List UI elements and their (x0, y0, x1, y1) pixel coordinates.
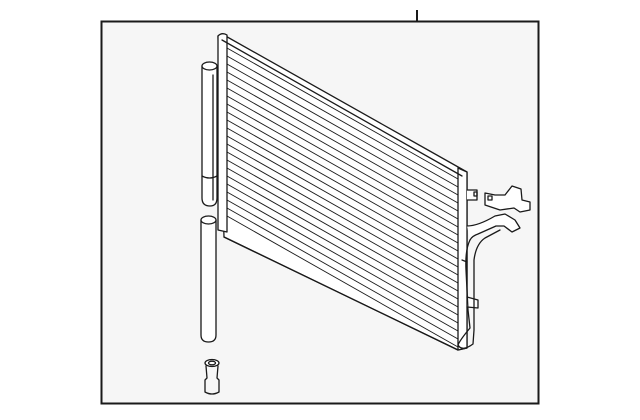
mounting-bracket (466, 185, 531, 309)
refrigerant-line-fitting (457, 213, 521, 349)
drier-plug (204, 358, 220, 395)
receiver-drier-tank (201, 61, 218, 207)
desiccant-cartridge (200, 215, 217, 343)
condenser-core (217, 33, 468, 351)
